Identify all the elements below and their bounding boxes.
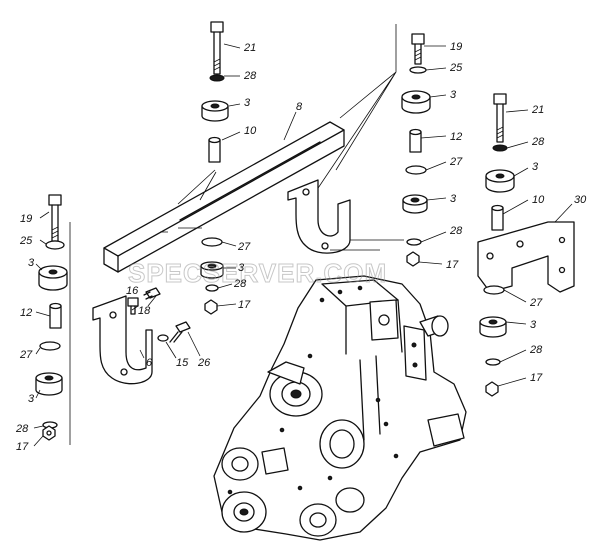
top-bolt-21 (210, 21, 224, 75)
right-nut-17 (485, 381, 499, 397)
rail-leaders (177, 169, 217, 205)
bolt-26 (169, 321, 191, 343)
callout-6: 6 (146, 357, 153, 369)
callout-3: 3 (530, 319, 537, 331)
right-bracket-30 (477, 221, 575, 293)
callout-3: 3 (244, 97, 251, 109)
callout-28: 28 (15, 423, 29, 435)
callouts: 21 28 3 10 8 19 25 3 12 27 3 28 17 21 28… (15, 41, 587, 453)
callout-27: 27 (529, 297, 543, 309)
callout-27: 27 (19, 349, 33, 361)
leader-lines (33, 43, 573, 447)
callout-3: 3 (532, 161, 539, 173)
callout-3: 3 (238, 262, 245, 274)
right-washer-28b (485, 358, 501, 366)
center-washer-27 (201, 237, 223, 247)
top-right-bushing-3b (402, 194, 428, 214)
right-bushing-3 (485, 169, 515, 193)
washer-15 (157, 334, 169, 342)
right-bushing-3b (479, 316, 507, 338)
callout-12: 12 (450, 131, 462, 143)
bolt-16 (127, 297, 139, 315)
right-sleeve-10 (491, 204, 504, 231)
callout-21: 21 (531, 104, 544, 116)
top-right-bushing-3 (401, 90, 431, 114)
center-leaders (330, 239, 404, 251)
callout-10: 10 (532, 194, 545, 206)
callout-16: 16 (126, 285, 139, 297)
callout-12: 12 (20, 307, 32, 319)
top-right-washer-27 (405, 165, 427, 175)
watermark-text: SPECSERVER.COM (128, 258, 387, 288)
left-bolt-19 (48, 194, 62, 242)
callout-17: 17 (530, 372, 543, 384)
left-washer-25 (45, 240, 65, 250)
callout-28: 28 (531, 136, 545, 148)
callout-8: 8 (296, 101, 303, 113)
top-right-bolt-19 (411, 33, 425, 65)
callout-26: 26 (197, 357, 211, 369)
callout-3: 3 (450, 193, 457, 205)
callout-27: 27 (237, 241, 251, 253)
left-bushing-3b (35, 372, 63, 396)
callout-17: 17 (238, 299, 251, 311)
callout-30: 30 (574, 194, 587, 206)
callout-21: 21 (243, 42, 256, 54)
callout-18: 18 (138, 305, 151, 317)
callout-28: 28 (449, 225, 463, 237)
callout-28: 28 (529, 344, 543, 356)
callout-19: 19 (450, 41, 462, 53)
top-right-washer-25 (409, 66, 427, 74)
callout-28: 28 (233, 278, 247, 290)
callout-3: 3 (450, 89, 457, 101)
callout-28: 28 (243, 70, 257, 82)
callout-17: 17 (446, 259, 459, 271)
callout-27: 27 (449, 156, 463, 168)
center-bracket (287, 179, 351, 254)
frame-rail-8 (103, 121, 345, 273)
callout-3: 3 (28, 257, 35, 269)
top-right-nut-17 (406, 251, 420, 267)
right-bolt-21 (493, 93, 507, 143)
bolt-18 (143, 287, 161, 300)
left-bracket-6 (92, 295, 153, 385)
left-sleeve-12 (49, 302, 62, 329)
callout-10: 10 (244, 125, 257, 137)
left-bushing-3 (38, 265, 68, 291)
center-bushing-3 (200, 261, 224, 279)
rail-axis (160, 227, 202, 233)
left-washer-27 (39, 341, 61, 351)
top-sleeve-10 (208, 136, 221, 163)
right-washer-27 (483, 285, 505, 295)
left-nut-17 (42, 425, 56, 441)
callout-25: 25 (19, 235, 33, 247)
right-washer-28 (492, 144, 508, 152)
callout-19: 19 (20, 213, 32, 225)
top-washer-28 (209, 74, 225, 82)
top-bushing-3 (201, 100, 229, 122)
callout-3: 3 (28, 393, 35, 405)
top-right-sleeve-12 (409, 128, 422, 153)
callout-17: 17 (16, 441, 29, 453)
callout-25: 25 (449, 62, 463, 74)
top-right-washer-28 (406, 238, 422, 246)
transfer-case (213, 275, 467, 541)
center-nut-17 (204, 299, 218, 315)
callout-15: 15 (176, 357, 189, 369)
